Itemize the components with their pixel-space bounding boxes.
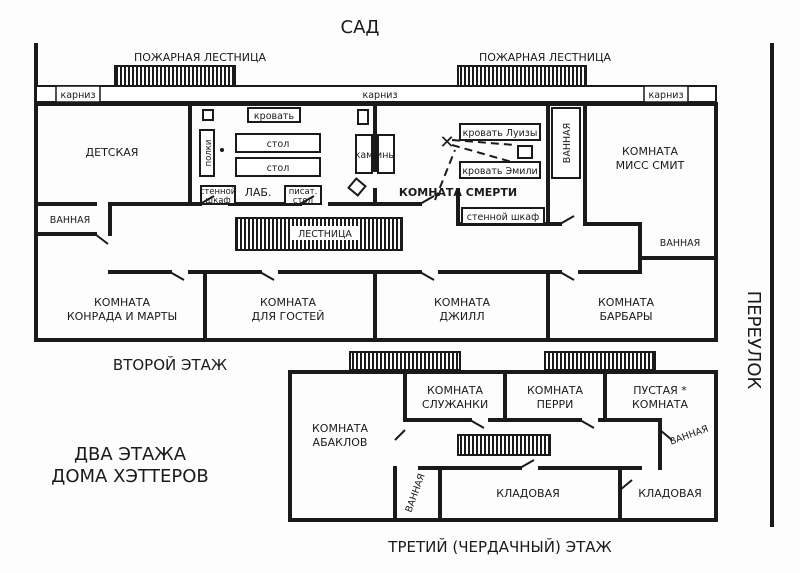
death-room-label: КОМНАТА СМЕРТИ <box>399 186 517 199</box>
bath-right-walls <box>638 226 718 274</box>
miss-smith-line2: МИСС СМИТ <box>616 159 685 172</box>
lab-shelves <box>199 129 215 177</box>
staircase-label-bg <box>290 226 360 240</box>
fire-escape-right-label: ПОЖАРНАЯ ЛЕСТНИЦА <box>479 51 612 64</box>
death-room-walls <box>456 106 550 226</box>
lab-small-box-a <box>202 109 214 121</box>
lane-label: ПЕРЕУЛОК <box>743 291 764 390</box>
perry-room-line2: ПЕРРИ <box>537 398 574 411</box>
guest-room-line1: КОМНАТА <box>260 296 316 309</box>
perry-room-line1: КОМНАТА <box>527 384 583 397</box>
bath-left-walls <box>34 202 112 236</box>
cornice-left-label: карниз <box>60 90 95 101</box>
lab-desk-line1: писат. <box>289 187 318 197</box>
floor3-stairs-right <box>544 351 656 371</box>
caption-line2: ДОМА ХЭТТЕРОВ <box>51 466 208 487</box>
lab-shelves-label: полки <box>204 140 214 167</box>
bath-left-label: ВАННАЯ <box>50 215 90 226</box>
lab-bed <box>247 107 301 123</box>
storage1-label: КЛАДОВАЯ <box>496 487 560 500</box>
guest-room-line2: ДЛЯ ГОСТЕЙ <box>252 310 325 323</box>
death-room-x-mark: ✕ <box>439 132 454 153</box>
lab-desk <box>284 185 322 205</box>
barbara-room-line1: КОМНАТА <box>598 296 654 309</box>
lab-wardrobe-line2: шкаф <box>205 196 230 206</box>
empty-room-line2: КОМНАТА <box>632 398 688 411</box>
bath-death-box <box>551 107 581 179</box>
lab-table-2 <box>235 157 321 177</box>
caption-line1: ДВА ЭТАЖА <box>74 444 187 465</box>
fireplace-left <box>355 134 373 174</box>
staircase-label: ЛЕСТНИЦА <box>298 229 352 240</box>
empty-room-line1: ПУСТАЯ * <box>633 384 687 397</box>
jill-room-line2: ДЖИЛЛ <box>439 310 484 323</box>
bed-emily-pillow <box>517 145 533 159</box>
lab-stool <box>220 148 224 152</box>
floor3-title: ТРЕТИЙ (ЧЕРДАЧНЫЙ) ЭТАЖ <box>387 537 611 556</box>
death-path-dashed <box>434 139 516 201</box>
maid-room-line2: СЛУЖАНКИ <box>422 398 488 411</box>
floor3-corridor-walls <box>403 418 662 470</box>
lab-table-2-label: стол <box>267 163 290 174</box>
fireplace-chair <box>347 177 367 197</box>
nursery-label: ДЕТСКАЯ <box>86 146 139 159</box>
lab-table-1 <box>235 133 321 153</box>
bath-left-door <box>94 233 109 245</box>
abaklov-line1: КОМНАТА <box>312 422 368 435</box>
bed-emily <box>459 161 541 179</box>
floor3-door-swings <box>394 419 673 491</box>
floor2-door-swings <box>169 195 575 281</box>
floor3-stairs-left <box>349 351 461 371</box>
miss-smith-line1: КОМНАТА <box>622 145 678 158</box>
fireplace-right <box>377 134 395 174</box>
floor3-outline <box>288 370 718 522</box>
bath-right-label: ВАННАЯ <box>660 238 700 249</box>
bath-a-label: ВАННАЯ <box>668 424 710 448</box>
fire-escape-left-label: ПОЖАРНАЯ ЛЕСТНИЦА <box>134 51 267 64</box>
cornice-right-label: карниз <box>648 90 683 101</box>
lab-table-1-label: стол <box>267 139 290 150</box>
conrad-martha-line2: КОНРАДА И МАРТЫ <box>67 310 177 323</box>
maid-room-line1: КОМНАТА <box>427 384 483 397</box>
lab-desk-line2: стол <box>293 196 313 206</box>
wardrobe-death-label: стенной шкаф <box>467 212 539 223</box>
bath-b-label: ВАННАЯ <box>404 472 428 514</box>
lab-label: ЛАБ. <box>245 186 272 199</box>
bed-louise <box>459 123 541 141</box>
bath-death-label: ВАННАЯ <box>562 123 573 163</box>
jill-room-line1: КОМНАТА <box>434 296 490 309</box>
lab-bed-label: кровать <box>254 111 295 122</box>
conrad-martha-line1: КОМНАТА <box>94 296 150 309</box>
fireplace-small-box <box>357 109 369 125</box>
bed-emily-label: кровать Эмили <box>462 166 537 177</box>
bed-louise-label: кровать Луизы <box>463 128 538 139</box>
garden-label: САД <box>341 17 380 38</box>
floor2-title: ВТОРОЙ ЭТАЖ <box>113 355 227 374</box>
bottom-room-dividers <box>203 270 550 342</box>
floor3-room-dividers <box>393 370 662 522</box>
lab-wardrobe-line1: стенной <box>200 187 237 197</box>
cornice-mid-label: карниз <box>362 90 397 101</box>
floor3-stair-block <box>457 434 551 456</box>
fireplace-left-label: кам <box>355 150 374 161</box>
storage2-label: КЛАДОВАЯ <box>638 487 702 500</box>
fireplace-right-label: ины <box>376 150 396 161</box>
barbara-room-line2: БАРБАРЫ <box>599 310 652 323</box>
lane-label-text: ПЕРЕУЛОК <box>743 291 764 390</box>
abaklov-line2: АБАКЛОВ <box>313 436 368 449</box>
wardrobe-death <box>461 207 545 225</box>
